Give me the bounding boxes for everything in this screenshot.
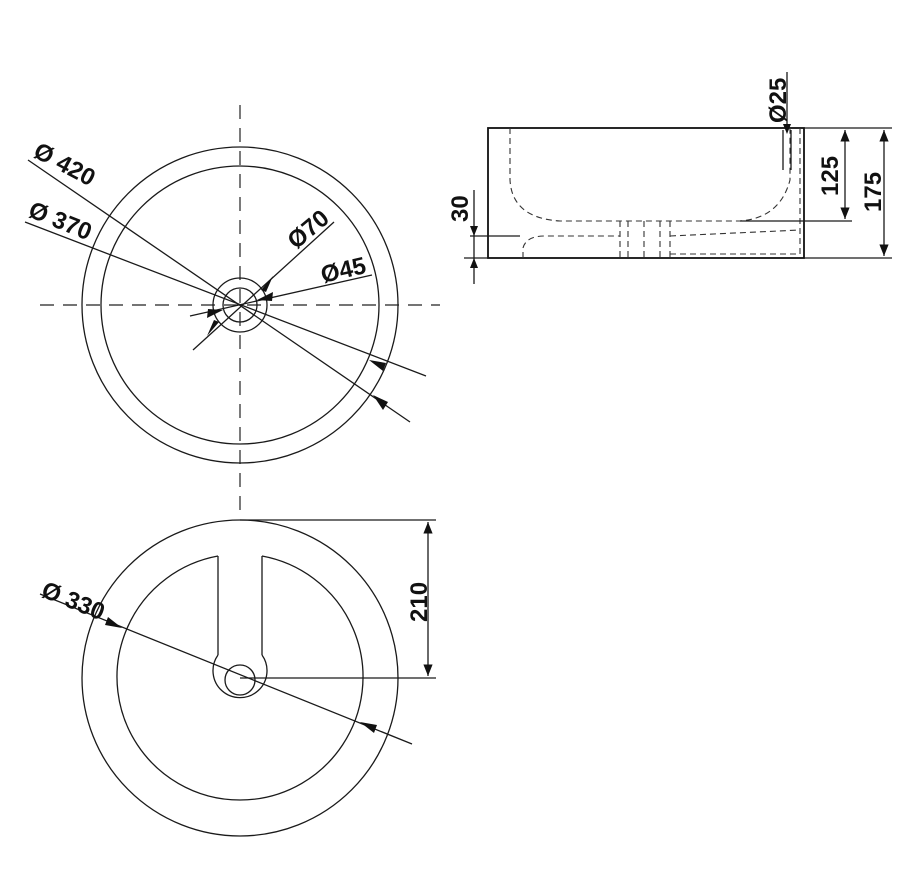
dim-45-arrow-a [257, 292, 273, 301]
dim-label-420: Ø 420 [29, 137, 99, 192]
dim-30-arrow-bottom [470, 258, 478, 268]
dim-330-arrow-a [105, 617, 122, 628]
side-view: Ø25 30 125 175 [447, 72, 892, 284]
dim-70-arrow-a [261, 276, 273, 292]
top-inner-rim [100, 165, 380, 445]
bottom-view: Ø 330 210 [38, 519, 436, 837]
dim-label-45: Ø45 [318, 252, 368, 289]
dim-420-arrow [373, 395, 388, 410]
top-view: Ø 420 Ø 370 Ø70 Ø45 [25, 105, 440, 510]
dim-label-25: Ø25 [765, 78, 792, 123]
overflow-arrow [783, 124, 791, 134]
bottom-drain-inner [224, 664, 256, 696]
dim-30-arrow-top [470, 226, 478, 236]
hidden-bowl-profile [509, 128, 791, 222]
dim-label-125: 125 [817, 156, 844, 196]
dim-330-arrow-b [360, 722, 377, 733]
bottom-inner-ring [116, 555, 364, 801]
hidden-base-profile [522, 235, 620, 258]
dim-label-30: 30 [447, 195, 474, 222]
dim-label-175: 175 [860, 172, 887, 212]
dim-370-leader [24, 221, 427, 377]
dim-label-70: Ø70 [283, 205, 335, 255]
dim-label-330: Ø 330 [38, 577, 109, 627]
hidden-base-line-right [669, 229, 801, 237]
dim-370-arrow [369, 360, 386, 371]
dim-45-arrow-b [207, 309, 223, 318]
dim-330-leader [39, 593, 413, 745]
drain-outer-circle [212, 277, 268, 333]
dim-label-370: Ø 370 [25, 197, 96, 247]
dim-420-leader [27, 159, 411, 423]
side-outline [487, 127, 805, 259]
bottom-drain-outer [212, 654, 268, 699]
drain-inner-circle [222, 287, 258, 323]
dim-70-leader [192, 221, 335, 351]
dim-45-leader [189, 274, 373, 317]
dim-70-arrow-b [207, 320, 219, 336]
dim-label-210: 210 [406, 582, 433, 622]
top-outer-rim [81, 146, 399, 464]
